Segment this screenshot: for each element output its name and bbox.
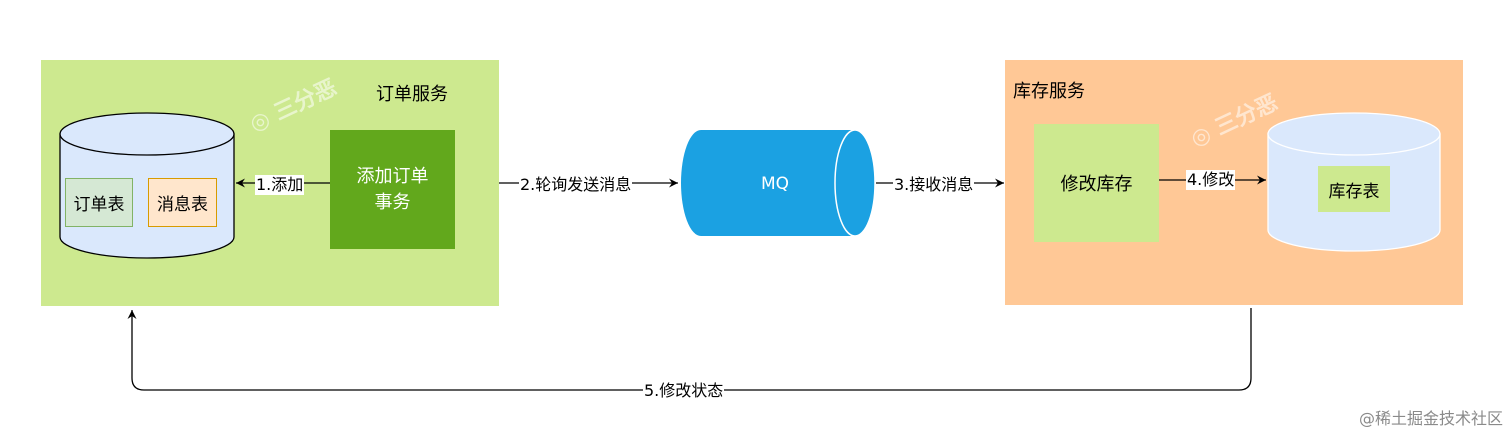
order-database-cylinder	[59, 112, 235, 259]
stock-service-title: 库存服务	[1013, 81, 1085, 102]
order-table-node: 订单表	[65, 178, 133, 227]
add-order-transaction-node: 添加订单 事务	[330, 130, 455, 249]
edge-2-label: 2.轮询发送消息	[519, 175, 633, 195]
message-table-node: 消息表	[148, 178, 217, 227]
source-watermark: @稀土掘金技术社区	[1358, 409, 1503, 428]
edge-3-label: 3.接收消息	[893, 175, 975, 195]
edge-5-label: 5.修改状态	[643, 381, 725, 401]
mq-label: MQ	[760, 174, 790, 194]
stock-table-node: 库存表	[1318, 166, 1390, 212]
edge-5-arrow	[127, 308, 1252, 391]
order-service-title: 订单服务	[376, 84, 448, 105]
mq-cylinder	[681, 129, 876, 237]
edge-1-label: 1.添加	[255, 175, 305, 195]
modify-stock-node: 修改库存	[1034, 124, 1159, 242]
edge-4-label: 4.修改	[1186, 170, 1236, 190]
